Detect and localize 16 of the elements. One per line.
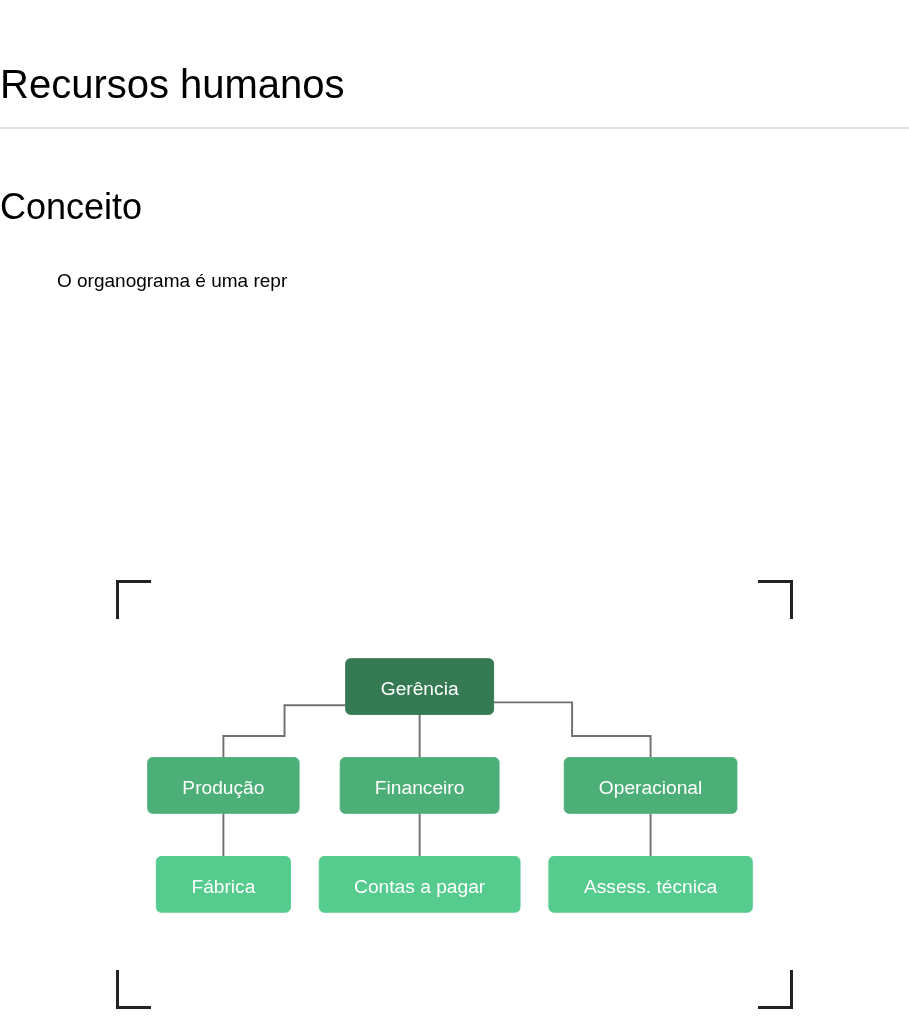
node-box: Fábrica (155, 855, 291, 913)
node-box: Produção (147, 756, 300, 814)
node-box: Assess. técnica (548, 855, 753, 913)
page-title: Recursos humanos (0, 62, 345, 107)
node-box: Financeiro (339, 756, 500, 814)
connector (649, 811, 652, 858)
section-heading: Conceito (0, 186, 143, 228)
node-box: Operacional (563, 756, 738, 814)
connector (418, 811, 421, 858)
connector (222, 811, 225, 858)
node-box: Gerência (345, 657, 495, 715)
paragraph: O organograma é uma repr (57, 270, 288, 292)
connector (222, 703, 347, 759)
node-box: Contas a pagar (318, 855, 521, 913)
connector (418, 712, 421, 759)
connector (492, 700, 652, 759)
